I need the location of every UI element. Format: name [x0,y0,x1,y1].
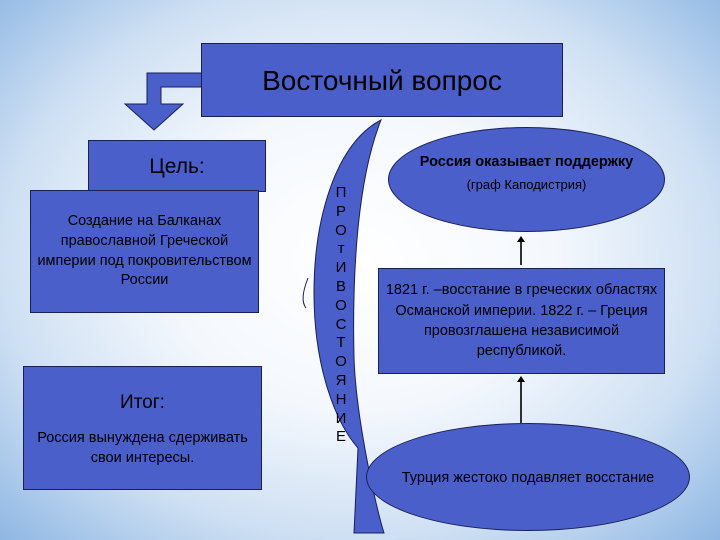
diagram-title: Восточный вопрос [262,65,502,96]
opposition-vertical-label: П Р О т И В О С Т О Я Н И Е [326,184,356,447]
opposition-letter: т [337,240,345,258]
support-ellipse: Россия оказывает поддержку (граф Каподис… [388,127,665,232]
suppression-text: Турция жестоко подавляет восстание [401,470,655,486]
opposition-letter: О [335,221,347,239]
result-header-label: Итог: [120,392,165,413]
opposition-letter: Я [335,371,347,389]
opposition-letter: Е [335,428,346,446]
support-subtext: (граф Каподистрия) [466,176,587,192]
events-box: 1821 г. –восстание в греческих областях … [378,268,665,374]
opposition-letter: Т [336,334,346,352]
opposition-letter: С [335,315,347,333]
opposition-letter: Р [335,202,346,220]
support-text: Россия оказывает поддержку [419,154,634,170]
result-text: Россия вынуждена сдерживать свои интерес… [37,430,248,467]
goal-header-label: Цель: [149,155,205,178]
title-box: Восточный вопрос [201,43,563,117]
opposition-letter: Н [335,390,347,408]
up-arrow-suppression-to-events [517,376,525,423]
result-box: Итог: Россия вынуждена сдерживать свои и… [23,366,262,490]
opposition-letter: И [335,259,347,277]
goal-text: Создание на Балканах православной Гречес… [37,213,252,289]
opposition-letter: О [335,296,347,314]
opposition-letter: И [335,409,347,427]
up-arrow-events-to-support [517,236,525,265]
goal-header-box: Цель: [88,140,266,192]
opposition-curved-arrow [302,118,385,534]
suppression-ellipse: Турция жестоко подавляет восстание [366,423,690,531]
events-text: 1821 г. –восстание в греческих областях … [385,282,658,360]
opposition-letter: П [335,184,347,201]
opposition-letter: В [335,277,346,295]
opposition-letter: О [335,353,347,371]
goal-body-box: Создание на Балканах православной Гречес… [30,190,259,313]
bent-down-arrow [123,72,207,131]
